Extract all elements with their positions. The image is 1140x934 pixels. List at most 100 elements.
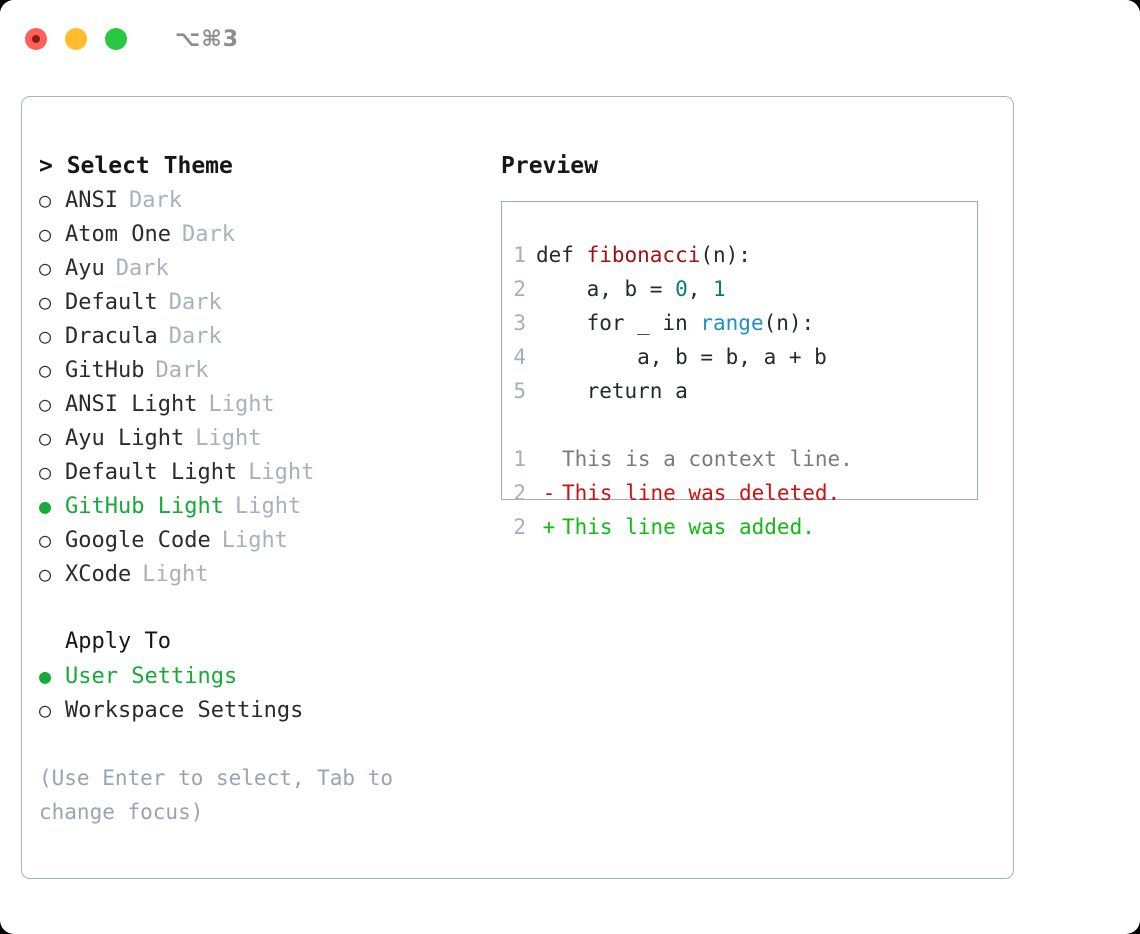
code-line-number: 3 <box>513 311 526 335</box>
code-token-plain: def <box>536 243 587 267</box>
apply-to-list[interactable]: ●User Settings ○ Workspace Settings <box>39 659 492 727</box>
theme-option-label: Ayu Light <box>65 426 185 451</box>
recording-indicator-icon <box>32 35 40 43</box>
maximize-button-icon[interactable] <box>105 28 127 50</box>
theme-option-label: GitHub Light <box>65 494 224 519</box>
theme-option-ayu-light[interactable]: ○ Ayu Light Light <box>39 421 492 455</box>
theme-option-label: ANSI <box>65 188 118 213</box>
theme-variant-tag: Light <box>234 494 302 519</box>
code-token-plain: , <box>687 277 714 301</box>
apply-to-option-workspace-settings[interactable]: ○ Workspace Settings <box>39 693 492 727</box>
minimize-button-icon[interactable] <box>65 28 87 50</box>
code-token-plain: a, b = b, a + b <box>536 345 827 369</box>
code-line: 2 a, b = 0, 1 <box>502 272 977 306</box>
diff-line-number: 1 <box>513 447 526 471</box>
diff-line-ctx: 1 This is a context line. <box>502 442 977 476</box>
traffic-lights <box>25 28 127 50</box>
radio-unselected-icon: ○ <box>39 290 52 314</box>
theme-option-default-light[interactable]: ○ Default Light Light <box>39 455 492 489</box>
code-line-number: 4 <box>513 345 526 369</box>
keyboard-shortcut-label: ⌥⌘3 <box>175 26 240 52</box>
theme-option-label: ANSI Light <box>65 392 198 417</box>
theme-option-github[interactable]: ○ GitHub Dark <box>39 353 492 387</box>
code-token-num: 0 <box>675 277 688 301</box>
diff-line-text: This line was deleted. <box>562 481 841 505</box>
radio-unselected-icon: ○ <box>39 698 52 722</box>
diff-sign: - <box>542 481 556 505</box>
theme-option-label: Default Light <box>65 460 238 485</box>
theme-variant-tag: Dark <box>181 222 235 247</box>
theme-option-ansi-light[interactable]: ○ ANSI Light Light <box>39 387 492 421</box>
theme-variant-tag: Light <box>208 392 275 417</box>
window-titlebar: ⌥⌘3 <box>0 0 1140 78</box>
theme-option-label: Atom One <box>65 222 171 247</box>
apply-to-option-label: User Settings <box>65 664 238 689</box>
code-line: 3 for _ in range(n): <box>502 306 977 340</box>
diff-line-add: 2+This line was added. <box>502 510 977 544</box>
radio-unselected-icon: ○ <box>39 188 52 212</box>
code-line-number: 5 <box>513 379 526 403</box>
theme-option-atom-one[interactable]: ○ Atom One Dark <box>39 217 492 251</box>
keyboard-hint-text: (Use Enter to select, Tab to change focu… <box>39 766 406 824</box>
code-token-plain: (n): <box>700 243 751 267</box>
apply-to-option-user-settings[interactable]: ●User Settings <box>39 659 492 693</box>
code-token-call: range <box>700 311 764 335</box>
theme-option-label: Google Code <box>65 528 211 553</box>
code-diff-spacer <box>502 408 977 442</box>
theme-variant-tag: Dark <box>155 358 209 383</box>
diff-line-text: This line was added. <box>562 515 815 539</box>
code-line-content: return a <box>536 374 688 408</box>
code-token-plain: a, b = <box>536 277 676 301</box>
preview-heading: Preview <box>501 153 598 179</box>
theme-variant-tag: Light <box>195 426 262 451</box>
diff-sample: 1 This is a context line.2-This line was… <box>502 442 977 544</box>
radio-unselected-icon: ○ <box>39 222 52 246</box>
radio-unselected-icon: ○ <box>39 358 52 382</box>
diff-line-number: 2 <box>513 515 526 539</box>
code-token-plain: return a <box>536 379 688 403</box>
code-token-fn: fibonacci <box>586 243 701 267</box>
code-token-plain: for _ in <box>536 311 701 335</box>
code-line: 1 def fibonacci(n): <box>502 238 977 272</box>
diff-line-number: 2 <box>513 481 526 505</box>
radio-unselected-icon: ○ <box>39 256 52 280</box>
section-spacer <box>39 591 492 625</box>
radio-unselected-icon: ○ <box>39 460 52 484</box>
theme-variant-tag: Light <box>221 528 288 553</box>
theme-variant-tag: Dark <box>168 324 222 349</box>
code-token-num: 1 <box>713 277 726 301</box>
radio-unselected-icon: ○ <box>39 426 52 450</box>
diff-sign <box>536 442 562 476</box>
radio-unselected-icon: ○ <box>39 392 52 416</box>
theme-variant-tag: Light <box>142 562 209 587</box>
theme-option-label: Ayu <box>65 256 105 281</box>
theme-option-label: XCode <box>65 562 132 587</box>
page-title: > Select Theme <box>39 153 233 179</box>
radio-unselected-icon: ○ <box>39 324 52 348</box>
apply-to-heading: Apply To <box>65 629 171 654</box>
theme-option-label: Default <box>65 290 158 315</box>
theme-option-label: Dracula <box>65 324 158 349</box>
theme-option-dracula[interactable]: ○ Dracula Dark <box>39 319 492 353</box>
diff-line-text: This is a context line. <box>562 447 853 471</box>
code-line-number: 1 <box>513 243 526 267</box>
code-line-content: a, b = 0, 1 <box>536 272 726 306</box>
apply-to-option-label: Workspace Settings <box>65 698 304 723</box>
theme-option-label: GitHub <box>65 358 145 383</box>
code-line-number: 2 <box>513 277 526 301</box>
diff-line-del: 2-This line was deleted. <box>502 476 977 510</box>
close-button-icon[interactable] <box>25 28 47 50</box>
theme-variant-tag: Light <box>248 460 315 485</box>
